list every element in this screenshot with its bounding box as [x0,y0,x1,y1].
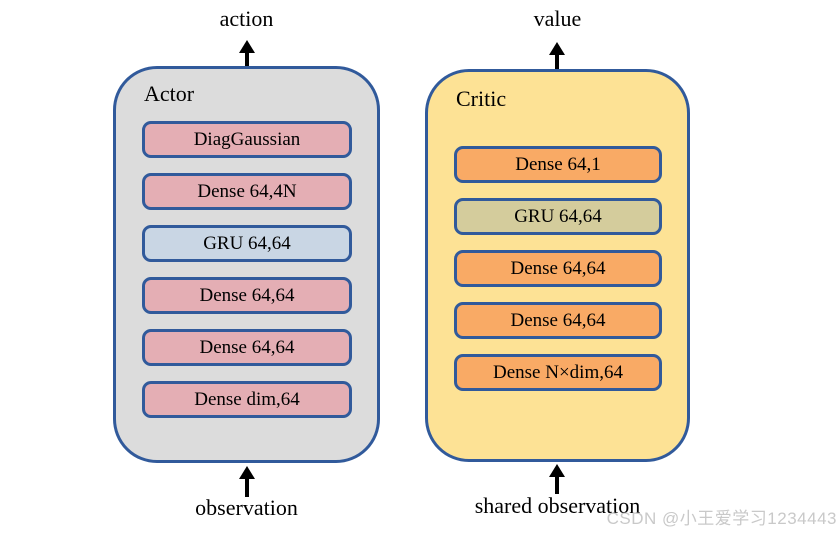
layer-dense-64-1: Dense 64,1 [454,146,662,183]
layer-dense-64-64: Dense 64,64 [454,302,662,339]
actor-output-arrow-up-icon [239,40,255,67]
watermark: CSDN @小王爱学习1234443 [606,509,837,528]
critic-output-arrow-up-icon [549,42,565,69]
layer-dense-64-4n: Dense 64,4N [142,173,352,210]
layer-dense-dim-64: Dense dim,64 [142,381,352,418]
critic-input-arrow-up-icon [549,464,565,494]
layer-gru-64-64: GRU 64,64 [142,225,352,262]
actor-output-label: action [219,6,274,31]
arrow-head [549,42,565,55]
arrow-stem [245,479,249,497]
layer-dense-n-dim-64: Dense N×dim,64 [454,354,662,391]
arrow-stem [245,53,249,67]
layer-gru-64-64: GRU 64,64 [454,198,662,235]
actor-input-arrow-up-icon [239,466,255,497]
arrow-stem [555,477,559,494]
arrow-head [549,464,565,477]
arrow-head [239,466,255,479]
actor-input-label: observation [195,495,298,520]
critic-input-label: shared observation [474,493,641,518]
critic-output-label: value [533,6,582,31]
arrow-stem [555,55,559,69]
layer-dense-64-64: Dense 64,64 [142,277,352,314]
layer-dense-64-64: Dense 64,64 [454,250,662,287]
arrow-head [239,40,255,53]
actor-title: Actor [144,81,195,106]
layer-diaggaussian: DiagGaussian [142,121,352,158]
layer-dense-64-64: Dense 64,64 [142,329,352,366]
critic-title: Critic [456,86,507,111]
